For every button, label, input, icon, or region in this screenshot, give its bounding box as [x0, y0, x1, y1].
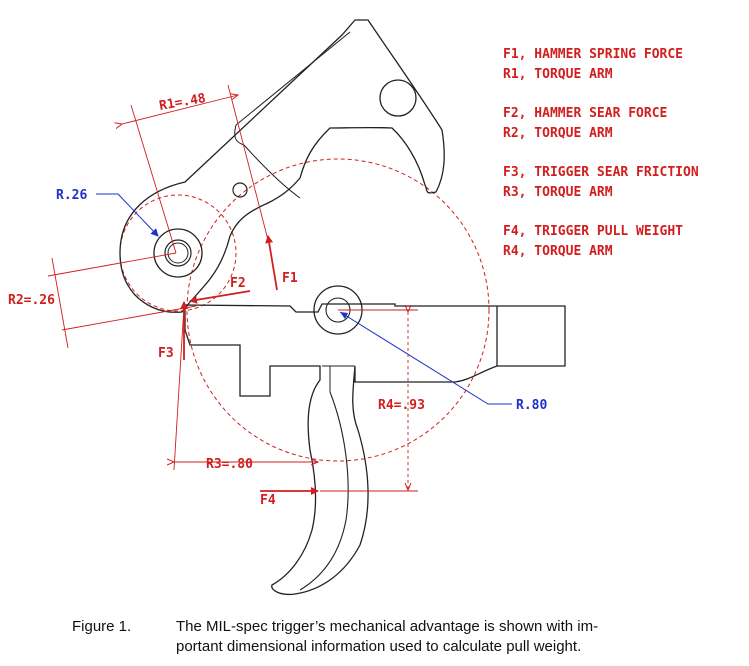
- hammer-inner-edge: [234, 31, 351, 199]
- hammer-outline: [119, 19, 445, 313]
- hammer-radius-circle: [119, 194, 237, 312]
- legend-arm-1: R1, TORQUE ARM: [503, 67, 613, 82]
- r3-extension: [173, 305, 185, 471]
- caption-line-1: The MIL-spec trigger’s mechanical advant…: [176, 618, 599, 635]
- hammer-pivot-outer: [153, 228, 203, 278]
- r80-label: R.80: [516, 398, 547, 413]
- legend: F1, HAMMER SPRING FORCE R1, TORQUE ARM F…: [503, 47, 699, 259]
- trigger-blade-inner: [299, 391, 349, 591]
- figure-number: Figure 1.: [72, 618, 132, 635]
- legend-force-4: F4, TRIGGER PULL WEIGHT: [503, 224, 683, 239]
- hammer-hole: [379, 79, 417, 117]
- caption-line-2: portant dimensional information used to …: [176, 638, 582, 655]
- f2-arrow: [189, 290, 251, 304]
- legend-force-2: F2, HAMMER SEAR FORCE: [503, 106, 667, 121]
- f4-label: F4: [260, 493, 276, 508]
- f1-arrow: [265, 235, 278, 291]
- r2-label: R2=.26: [8, 293, 55, 308]
- r2-extension-bottom: [61, 305, 197, 331]
- legend-force-3: F3, TRIGGER SEAR FRICTION: [503, 165, 699, 180]
- hammer-small-hole: [232, 182, 248, 198]
- r80-arrowhead: [340, 312, 348, 319]
- hammer-pivot-ring: [164, 239, 192, 267]
- r4-label: R4=.93: [378, 398, 425, 413]
- r2-dimension: [51, 257, 69, 349]
- r80-leader: [339, 311, 512, 405]
- r1-extension-right: [227, 84, 269, 241]
- f2-label: F2: [230, 276, 246, 291]
- r1-dimension: [122, 95, 238, 124]
- r1-label: R1=.48: [158, 91, 207, 114]
- f1-label: F1: [282, 271, 298, 286]
- r26-label: R.26: [56, 188, 87, 203]
- hammer-pivot-inner: [167, 242, 189, 264]
- r1-extension-left: [130, 104, 177, 254]
- r3-label: R3=.80: [206, 457, 253, 472]
- trigger-radius-circle: [186, 158, 490, 462]
- legend-arm-4: R4, TORQUE ARM: [503, 244, 613, 259]
- legend-force-1: F1, HAMMER SPRING FORCE: [503, 47, 683, 62]
- r26-leader: [96, 193, 159, 237]
- legend-arm-2: R2, TORQUE ARM: [503, 126, 613, 141]
- r2-extension-top: [47, 252, 177, 277]
- f3-label: F3: [158, 346, 174, 361]
- trigger-outline: [184, 303, 566, 596]
- legend-arm-3: R3, TORQUE ARM: [503, 185, 613, 200]
